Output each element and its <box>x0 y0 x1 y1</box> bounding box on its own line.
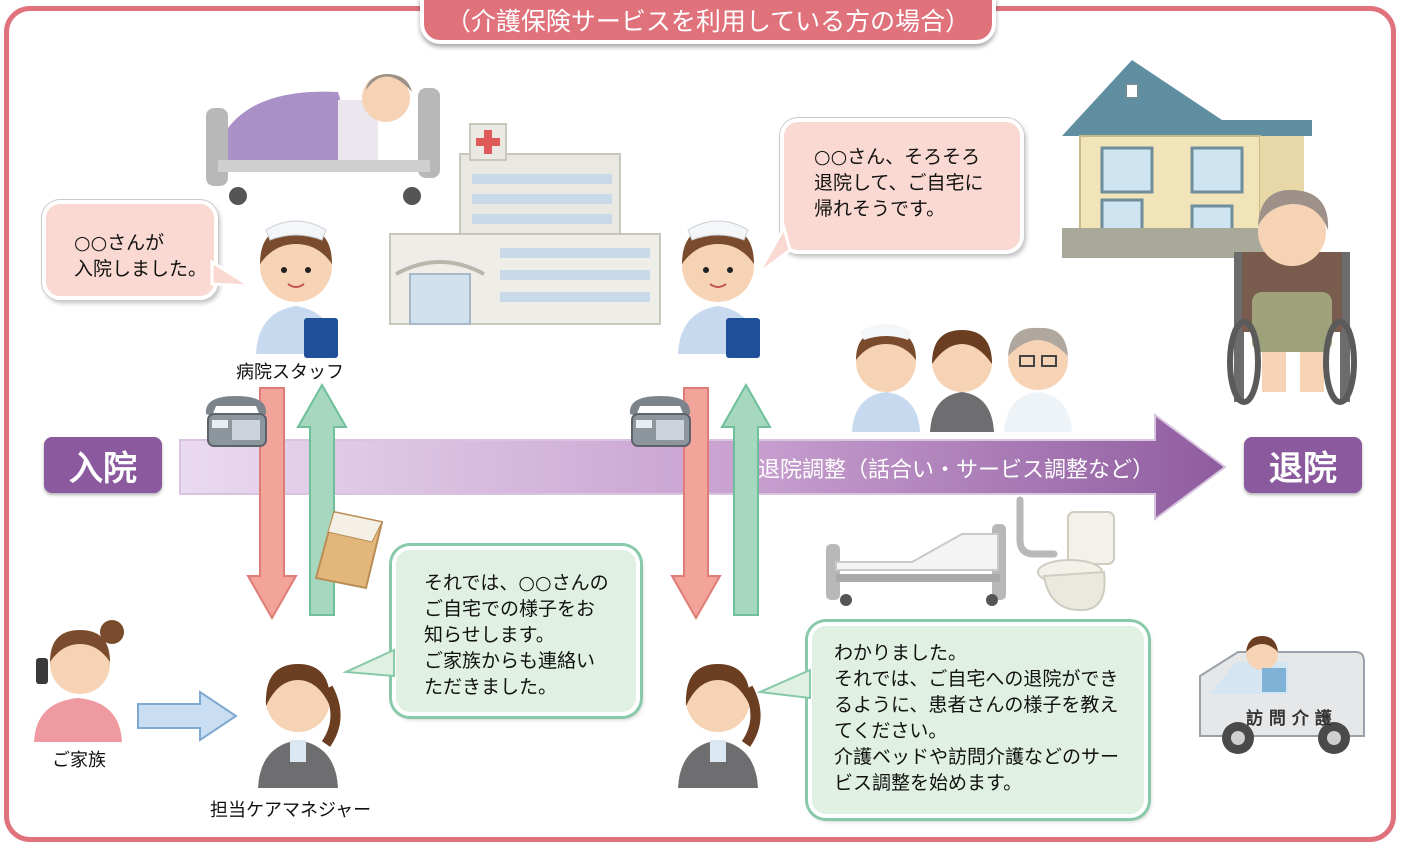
telephone-icon <box>205 396 267 447</box>
care-manager-label: 担当ケアマネジャー <box>210 800 372 821</box>
medical-team-illustration <box>852 324 1072 432</box>
elderly-wheelchair-illustration <box>1227 189 1357 405</box>
nurse-illustration <box>256 220 338 358</box>
care-manager-illustration <box>678 664 761 788</box>
care-manager-illustration <box>258 664 341 788</box>
bubble-tail <box>756 668 811 700</box>
diagram-title: （介護保険サービスを利用している方の場合） <box>420 0 996 44</box>
up-arrow-right <box>720 382 772 616</box>
envelope-icon <box>314 510 384 590</box>
hospital-building-illustration <box>389 123 661 325</box>
discharge-badge: 退院 <box>1244 437 1362 493</box>
family-to-manager-arrow <box>137 690 238 742</box>
bubble-tail <box>210 259 256 288</box>
bubble-tail <box>342 648 395 678</box>
hospital-staff-label: 病院スタッフ <box>236 362 344 383</box>
patient-bed-illustration <box>206 74 440 205</box>
family-label: ご家族 <box>52 750 106 771</box>
grab-bar-illustration <box>1016 496 1058 558</box>
bubble-tail <box>756 224 792 276</box>
telephone-icon <box>629 396 691 447</box>
speech-bubble-manager-info: それでは、○○さんの ご自宅での様子をお 知らせします。 ご家族からも連絡い た… <box>392 546 640 716</box>
arrow-label: 退院調整（話合い・サービス調整など） <box>758 458 1155 483</box>
nurse-illustration <box>678 220 760 358</box>
speech-bubble-admitted: ○○さんが 入院しました。 <box>42 200 218 300</box>
speech-bubble-discharge-soon: ○○さん、そろそろ 退院して、ご自宅に 帰れそうです。 <box>780 118 1024 254</box>
care-bed-illustration <box>826 524 1006 606</box>
family-member-illustration <box>34 620 124 742</box>
care-van-illustration <box>1199 636 1365 754</box>
admission-badge: 入院 <box>44 437 162 493</box>
speech-bubble-manager-reply: わかりました。 それでは、ご自宅への退院ができ るように、患者さんの様子を教え … <box>808 622 1148 818</box>
van-label: 訪 問 介 護 <box>1246 709 1332 729</box>
toilet-illustration <box>1037 511 1115 612</box>
